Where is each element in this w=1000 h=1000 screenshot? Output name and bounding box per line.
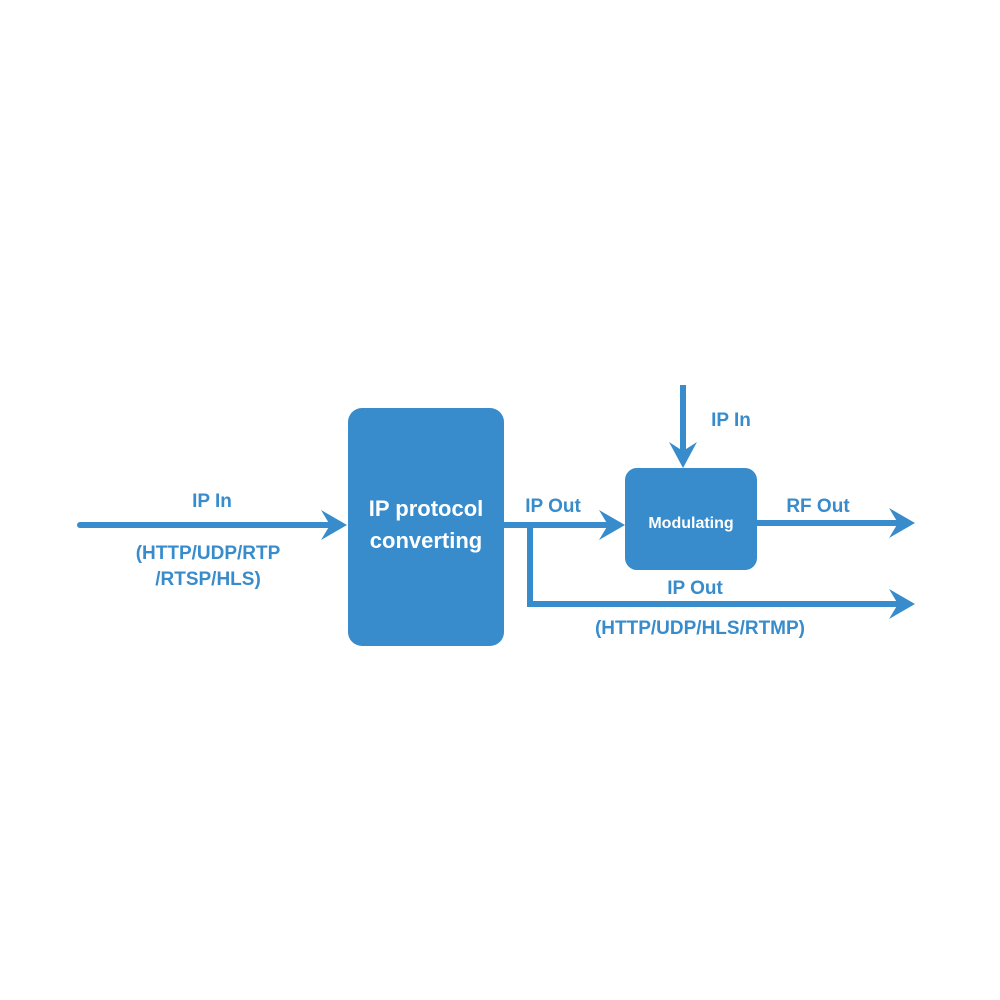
ip-out-branch-line <box>527 525 900 607</box>
rf-out-label: RF Out <box>786 496 850 517</box>
ip-in-protocols-line1: (HTTP/UDP/RTP <box>136 543 281 564</box>
ip-out-branch-label: IP Out <box>667 578 723 599</box>
ip-in-protocols-line2: /RTSP/HLS) <box>155 569 261 590</box>
modulating-box <box>625 468 757 570</box>
ip-in-label: IP In <box>192 491 232 512</box>
ip-out-arrowhead <box>599 510 625 540</box>
modulator-ip-in-label: IP In <box>711 410 751 431</box>
ip-in-arrowhead <box>321 510 347 540</box>
modulator-ip-in-arrowhead <box>669 442 697 468</box>
ip-protocol-converter-box <box>348 408 504 646</box>
converter-label-line2: converting <box>370 528 482 553</box>
ip-out-branch-arrowhead <box>889 589 915 619</box>
ip-out-branch-protocols: (HTTP/UDP/HLS/RTMP) <box>595 618 805 639</box>
rf-out-arrowhead <box>889 508 915 538</box>
modulating-label: Modulating <box>648 515 733 532</box>
converter-label-line1: IP protocol <box>369 496 484 521</box>
ip-out-label: IP Out <box>525 496 581 517</box>
